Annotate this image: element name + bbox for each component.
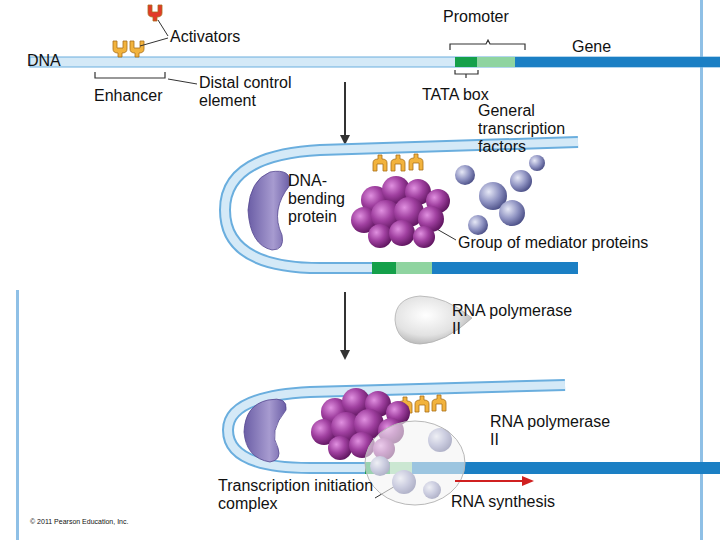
leader-line — [140, 38, 168, 46]
polymerase-label: RNA polymerase II — [452, 302, 582, 338]
rna-synthesis-label: RNA synthesis — [451, 493, 555, 511]
mediator-proteins — [351, 176, 450, 248]
dna-strand — [30, 57, 720, 67]
activators-label: Activators — [170, 28, 240, 46]
dna-bending-protein — [244, 399, 286, 462]
slide-border — [700, 0, 703, 540]
process-arrow — [344, 82, 346, 355]
factors-label: General transcription factors — [478, 102, 598, 156]
promoter-segment — [432, 262, 578, 274]
promoter-segment — [396, 262, 432, 274]
dna-loop — [228, 385, 720, 468]
transcription-factor — [455, 165, 475, 185]
copyright-notice: © 2011 Pearson Education, Inc. — [30, 518, 128, 526]
bracket — [450, 40, 525, 50]
transcription-factor — [455, 155, 545, 235]
enhancer-label: Enhancer — [94, 87, 163, 105]
bracket — [95, 72, 165, 78]
activator-protein — [432, 395, 446, 411]
activator-protein — [415, 396, 429, 412]
tata-box-label: TATA box — [422, 86, 489, 104]
dna-loop — [228, 385, 720, 468]
dna-bending-protein — [248, 171, 290, 250]
rna-synthesis-arrow — [455, 480, 528, 482]
mediator-label: Group of mediator proteins — [458, 234, 648, 252]
activator-protein — [373, 155, 387, 171]
polymerase-label: RNA polymerase II — [490, 413, 620, 449]
promoter-segment — [372, 262, 578, 274]
process-arrow — [344, 292, 346, 355]
transcription-factor — [510, 170, 532, 192]
slide-border — [16, 290, 19, 540]
bracket — [95, 40, 525, 78]
rna-polymerase — [365, 421, 465, 505]
activator-protein — [130, 41, 144, 57]
dna-strand — [515, 57, 720, 67]
slide-border — [16, 0, 703, 540]
gene-label: Gene — [572, 38, 611, 56]
complex-label: Transcription initiation complex — [218, 477, 378, 513]
activator-protein — [113, 41, 127, 57]
activator-protein — [113, 5, 162, 57]
process-arrow — [344, 82, 346, 140]
leader-line — [168, 79, 197, 84]
dna-label: DNA — [27, 52, 61, 70]
dna-strand — [455, 57, 477, 67]
bracket — [455, 70, 478, 78]
activator-protein — [148, 5, 162, 21]
activator-protein — [409, 154, 423, 170]
transcription-factor — [499, 200, 525, 226]
dna-strand — [30, 57, 720, 67]
leader-line — [158, 20, 168, 36]
promoter-label: Promoter — [443, 8, 509, 26]
activator-protein — [391, 155, 405, 171]
promoter-segment — [372, 262, 396, 274]
dna-loop — [228, 385, 720, 468]
activator-protein — [373, 154, 423, 171]
bending-protein-label: DNA-bending protein — [288, 172, 362, 226]
transcription-factor — [529, 155, 545, 171]
transcription-factor — [468, 215, 488, 235]
distal-element-label: Distal control element — [199, 74, 319, 110]
dna-strand — [477, 57, 515, 67]
